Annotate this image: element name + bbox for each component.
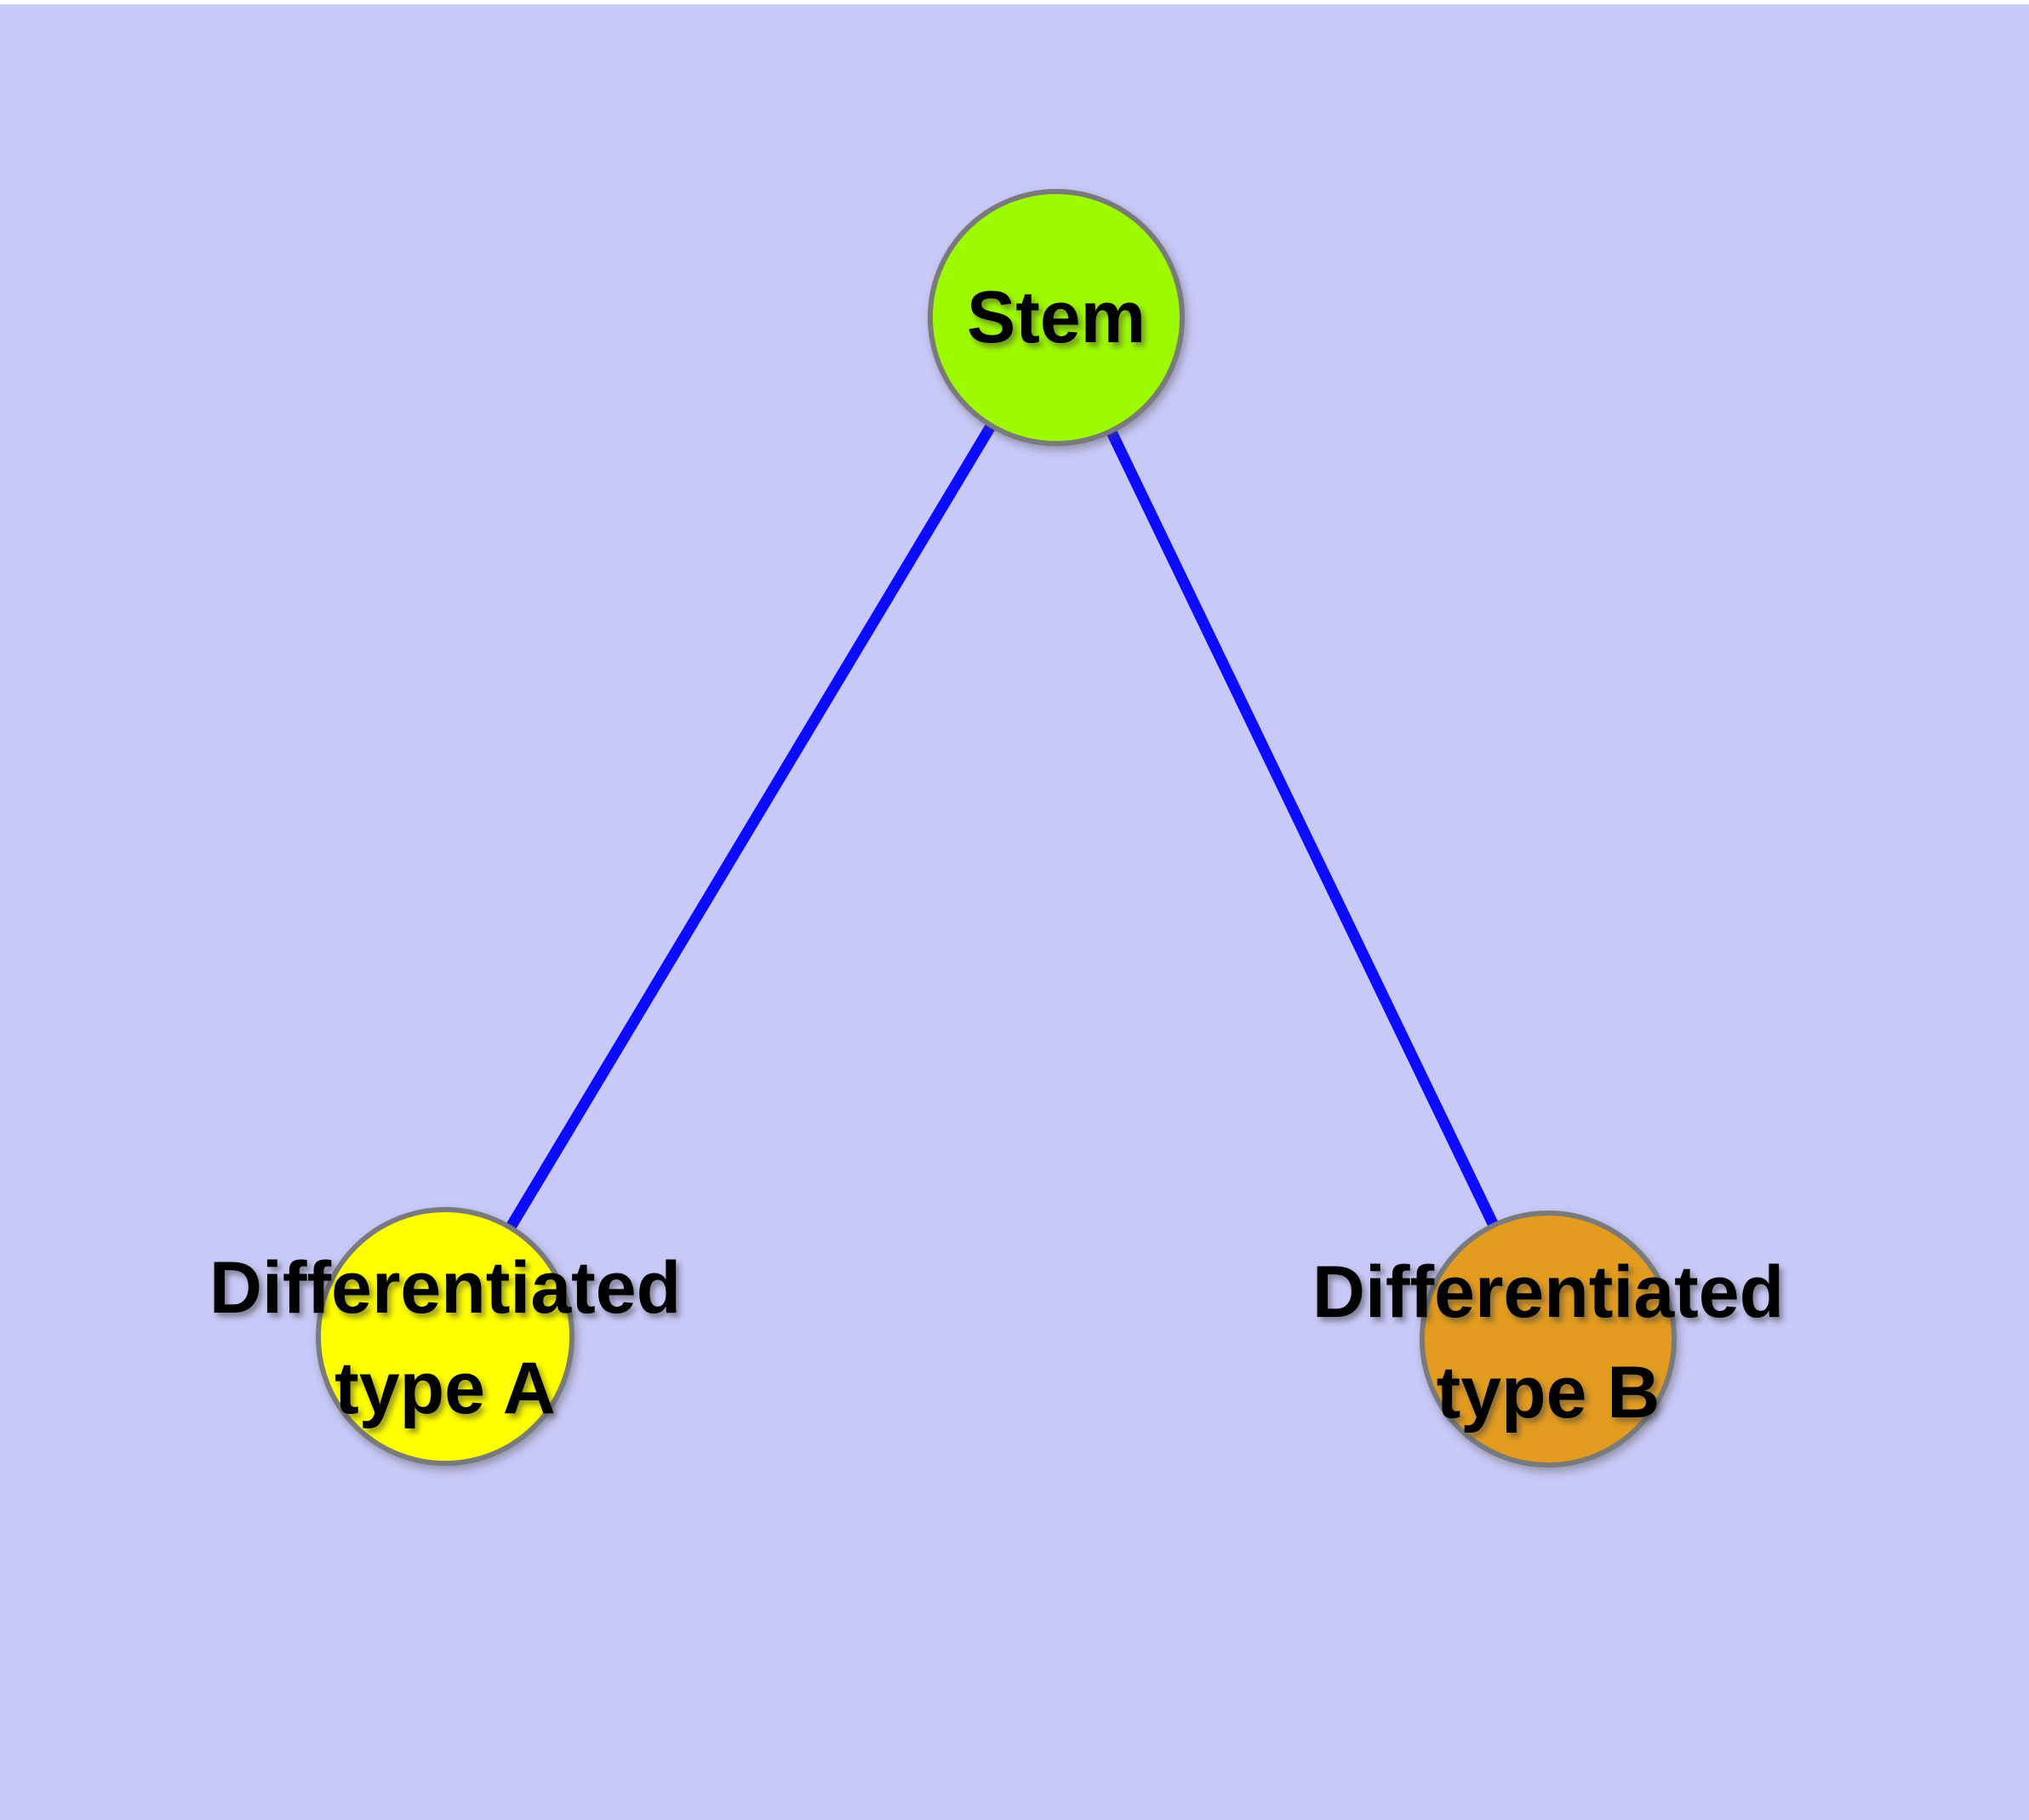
window-top-edge — [0, 0, 2029, 4]
node-type-a-label: Differentiated type A — [209, 1238, 681, 1439]
node-type-b-label-line2: type B — [1436, 1352, 1660, 1434]
node-type-b-label-line1: Differentiated — [1312, 1251, 1785, 1333]
edge-stem-to-type-a — [440, 314, 1061, 1340]
node-stem — [928, 189, 1185, 446]
node-type-b-label: Differentiated type B — [1312, 1242, 1784, 1443]
node-type-a-label-line1: Differentiated — [209, 1247, 682, 1329]
node-type-a-label-line2: type A — [334, 1348, 556, 1429]
node-stem-label: Stem — [966, 277, 1146, 358]
node-differentiated-type-a — [316, 1207, 574, 1466]
edge-stem-to-type-b — [1051, 314, 1553, 1342]
node-differentiated-type-b — [1420, 1210, 1677, 1468]
